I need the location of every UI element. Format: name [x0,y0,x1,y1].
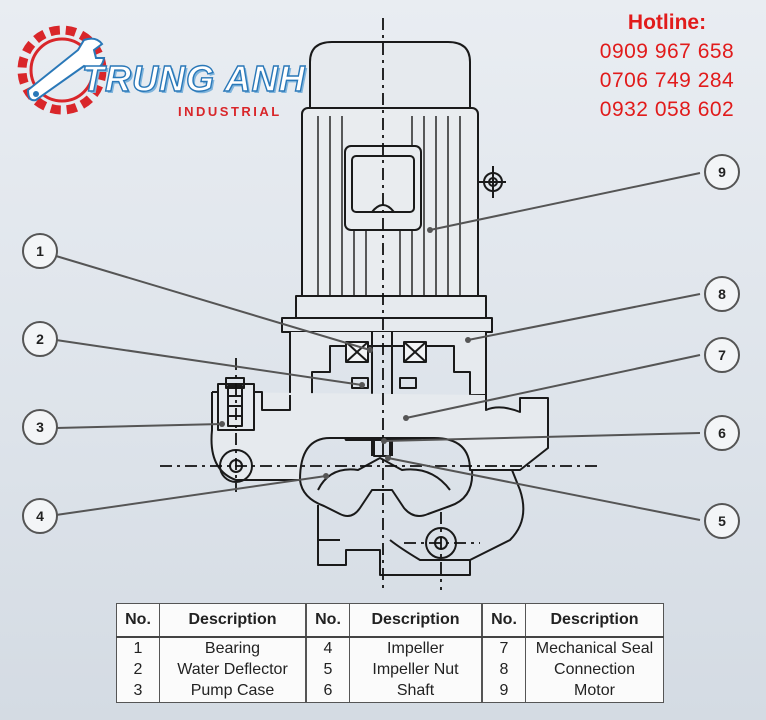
callout-5-label: 5 [718,513,726,529]
part-number: 4 [306,637,350,660]
leader-lines [55,172,701,521]
part-number: 1 [116,637,160,660]
legend-header-row: No. Description [116,603,306,639]
callout-7: 7 [704,337,740,373]
part-description: Bearing [204,639,261,657]
table-row: 6 Shaft [306,680,482,703]
callout-9: 9 [704,154,740,190]
part-description: Pump Case [190,682,275,700]
part-number: 7 [482,637,526,660]
hotline-title: Hotline: [627,11,707,34]
callout-1: 1 [22,233,58,269]
callout-4: 4 [22,498,58,534]
brand-subtitle: INDUSTRIAL [178,104,282,119]
table-row: 5 Impeller Nut [306,659,482,681]
gear-wrench-icon [17,25,107,115]
legend-table-2: No. Description 4 Impeller 5 Impeller Nu… [306,603,482,703]
callout-6-label: 6 [718,425,726,441]
hotline-number-1[interactable]: 0909 967 658 [599,40,735,63]
part-description: Water Deflector [177,661,288,679]
callout-5: 5 [704,503,740,539]
part-number: 8 [482,659,526,681]
callout-7-label: 7 [718,347,726,363]
table-row: 4 Impeller [306,637,482,660]
callout-1-label: 1 [36,243,44,259]
legend-header-row: No. Description [482,603,664,639]
table-row: 8 Connection [482,659,664,681]
table-row: 3 Pump Case [116,680,306,703]
callout-6: 6 [704,415,740,451]
callout-8: 8 [704,276,740,312]
center-lines [160,18,600,592]
header-description: Description [159,603,306,639]
part-description: Motor [574,682,615,700]
hotline-block: Hotline: 0909 967 658 0706 749 284 0932 … [582,8,752,124]
legend-table-1: No. Description 1 Bearing 2 Water Deflec… [116,603,306,703]
part-description: Connection [554,661,635,679]
part-number: 5 [306,659,350,681]
part-description: Shaft [396,682,435,700]
part-description: Impeller Nut [372,661,459,679]
callout-4-label: 4 [36,508,44,524]
leader-dots [219,227,471,479]
pump-case-drawing [210,377,549,576]
header-no: No. [482,603,526,639]
header-description: Description [525,603,664,639]
parts-legend: No. Description 1 Bearing 2 Water Deflec… [116,603,664,703]
callout-9-label: 9 [718,164,726,180]
header-no: No. [116,603,160,639]
table-row: 9 Motor [482,680,664,703]
callout-2-label: 2 [36,331,44,347]
table-row: 2 Water Deflector [116,659,306,681]
brand-name: TRUNG ANH [81,57,306,99]
table-row: 7 Mechanical Seal [482,637,664,660]
motor-drawing [295,41,506,319]
callout-2: 2 [22,321,58,357]
part-number: 9 [482,680,526,703]
legend-header-row: No. Description [306,603,482,639]
part-number: 3 [116,680,160,703]
part-description: Mechanical Seal [535,639,654,657]
brand-logo: TRUNG ANH INDUSTRIAL [10,14,305,124]
callout-3: 3 [22,409,58,445]
header-no: No. [306,603,350,639]
header-description: Description [349,603,482,639]
part-number: 2 [116,659,160,681]
hotline-number-2[interactable]: 0706 749 284 [599,69,735,92]
callout-8-label: 8 [718,286,726,302]
hotline-number-3[interactable]: 0932 058 602 [599,98,735,121]
table-row: 1 Bearing [116,637,306,660]
legend-table-3: No. Description 7 Mechanical Seal 8 Conn… [482,603,664,703]
part-description: Impeller [387,639,444,657]
callout-3-label: 3 [36,419,44,435]
part-number: 6 [306,680,350,703]
